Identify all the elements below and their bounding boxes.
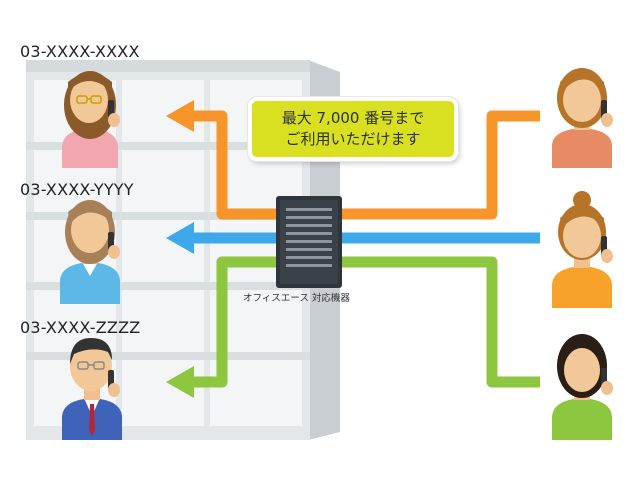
extension-number-3: 03-XXXX-ZZZZ	[20, 318, 141, 337]
caller-1-icon	[552, 68, 613, 168]
callout-line-1: 最大 7,000 番号まで	[281, 109, 425, 127]
route-blue	[166, 222, 540, 254]
server-icon	[276, 196, 342, 288]
extension-number-1: 03-XXXX-XXXX	[20, 42, 140, 61]
callout-line-2: ご利用いただけます	[285, 130, 421, 148]
caller-2-icon	[552, 191, 613, 308]
office-person-glasses-woman-icon	[62, 71, 120, 168]
route-orange	[166, 100, 540, 220]
server-caption: オフィスエース 対応機器	[243, 293, 350, 304]
office-person-man-suit-icon	[62, 338, 122, 440]
route-green	[166, 256, 540, 398]
capacity-callout: 最大 7,000 番号まで ご利用いただけます	[248, 97, 458, 161]
caller-3-icon	[552, 334, 613, 440]
extension-number-2: 03-XXXX-YYYY	[20, 180, 134, 199]
office-person-woman-icon	[60, 200, 120, 304]
